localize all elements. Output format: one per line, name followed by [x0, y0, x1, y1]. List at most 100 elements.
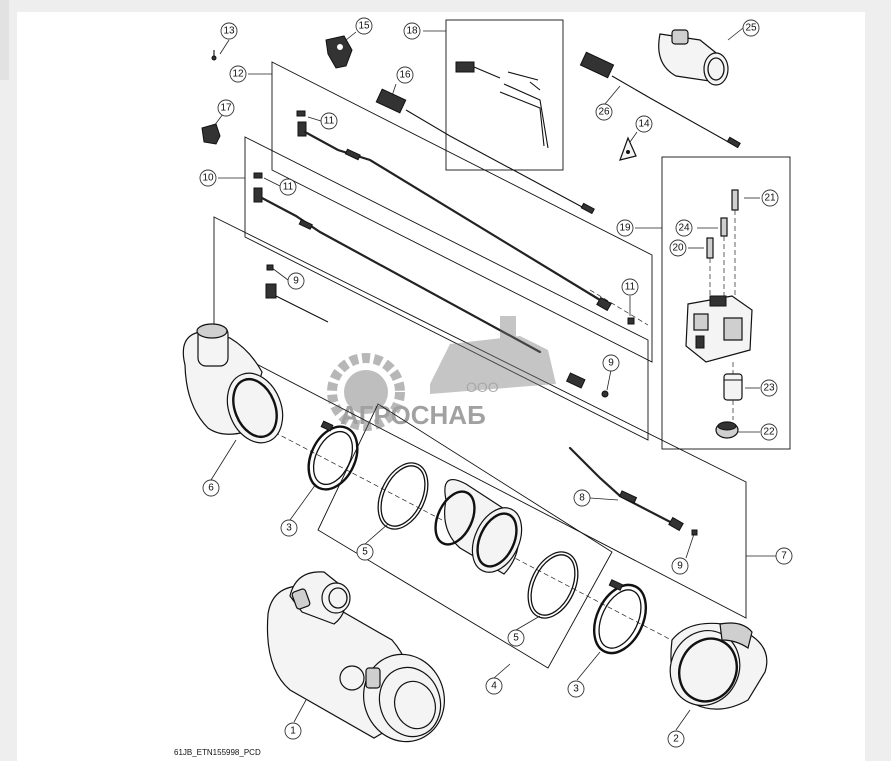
svg-text:20: 20	[672, 243, 684, 254]
svg-text:3: 3	[286, 523, 292, 534]
callout-9-b: 9	[602, 354, 620, 372]
svg-text:6: 6	[208, 483, 214, 494]
part-14-tag	[619, 136, 637, 161]
part-2-outlet-elbow	[669, 622, 768, 710]
callout-6: 6	[202, 479, 220, 497]
part-sensor-harness-12	[297, 121, 612, 312]
svg-text:11: 11	[625, 282, 636, 293]
part-11-plug-c	[627, 317, 635, 325]
svg-text:18: 18	[406, 26, 418, 37]
viewer-gutter	[0, 0, 9, 80]
part-5-seal-ring-upper	[377, 462, 429, 530]
part-19-control-module	[685, 295, 753, 374]
part-9-plug-c	[691, 529, 698, 536]
callout-5-lower: 5	[507, 629, 525, 647]
svg-text:5: 5	[513, 633, 519, 644]
svg-text:1: 1	[290, 726, 296, 737]
part-11-plug-b	[253, 172, 263, 179]
panel-18	[445, 19, 564, 171]
svg-text:7: 7	[781, 551, 787, 562]
watermark-name: АГРОСНАБ	[340, 400, 486, 430]
svg-text:24: 24	[678, 223, 690, 234]
part-sensor-harness-9	[265, 283, 586, 389]
callout-9-a: 9	[287, 272, 305, 290]
exploded-parts-diagram: 1 2 3 3 4 5 5 6 7 8 9 9 9 10 11 11 11 12…	[174, 17, 793, 757]
callout-2: 2	[667, 730, 685, 748]
callout-26: 26	[595, 103, 613, 121]
part-24-sensor-probe	[720, 217, 728, 300]
part-1-canister	[266, 571, 445, 743]
callout-11-b: 11	[279, 178, 297, 196]
part-sensor-harness-8	[568, 446, 684, 532]
callout-22: 22	[760, 423, 778, 441]
part-9-plug-b	[601, 390, 609, 398]
callout-3-upper: 3	[280, 519, 298, 537]
callout-25: 25	[742, 19, 760, 37]
part-17-bracket	[201, 123, 221, 145]
part-22-cap	[715, 421, 739, 439]
svg-text:12: 12	[232, 69, 244, 80]
panel-19	[661, 156, 791, 450]
part-5-seal-ring-lower	[527, 551, 579, 619]
callout-18: 18	[403, 22, 421, 40]
figure-code: 61JB_ETN155998_PCD	[174, 748, 261, 757]
part-3-clamp-upper	[307, 420, 359, 491]
callout-11-a: 11	[320, 112, 338, 130]
callout-1: 1	[284, 722, 302, 740]
svg-text:25: 25	[745, 23, 757, 34]
part-25-sensor-housing	[658, 29, 729, 86]
callout-19: 19	[616, 219, 634, 237]
part-18-harness-kit	[455, 61, 549, 149]
svg-text:3: 3	[573, 684, 579, 695]
panel-10	[244, 136, 649, 441]
callout-21: 21	[761, 189, 779, 207]
part-23-filter	[723, 373, 743, 420]
callout-10: 10	[199, 169, 217, 187]
watermark-company-form: ООО	[466, 379, 499, 395]
callout-5-upper: 5	[356, 543, 374, 561]
callout-9-c: 9	[671, 557, 689, 575]
svg-text:13: 13	[223, 26, 235, 37]
svg-text:16: 16	[399, 70, 411, 81]
svg-text:14: 14	[638, 119, 650, 130]
part-sleeve	[434, 479, 523, 575]
svg-text:22: 22	[763, 427, 775, 438]
part-11-plug-a	[296, 110, 306, 117]
svg-text:9: 9	[608, 358, 614, 369]
part-21-sensor-probe	[731, 189, 739, 298]
svg-text:11: 11	[283, 182, 294, 193]
svg-text:4: 4	[491, 681, 497, 692]
svg-text:17: 17	[220, 103, 232, 114]
callout-20: 20	[669, 239, 687, 257]
callout-16: 16	[396, 66, 414, 84]
callout-17: 17	[217, 99, 235, 117]
callout-7: 7	[775, 547, 793, 565]
svg-text:8: 8	[579, 493, 585, 504]
callout-11-c: 11	[621, 278, 639, 296]
callout-4: 4	[485, 677, 503, 695]
svg-text:11: 11	[324, 116, 335, 127]
svg-text:2: 2	[673, 734, 679, 745]
svg-text:15: 15	[358, 21, 370, 32]
part-13-screw	[211, 50, 217, 61]
part-15-bracket	[325, 35, 353, 69]
callout-13: 13	[220, 22, 238, 40]
callout-8: 8	[573, 489, 591, 507]
callout-12: 12	[229, 65, 247, 83]
part-20-sensor-probe	[706, 237, 714, 300]
svg-text:26: 26	[598, 107, 610, 118]
callout-3-lower: 3	[567, 680, 585, 698]
part-9-plug-a	[266, 264, 274, 271]
svg-text:9: 9	[677, 561, 683, 572]
panel-12	[271, 61, 653, 363]
leader-lines	[210, 27, 776, 731]
callout-24: 24	[675, 219, 693, 237]
diagram-sheet: 1 2 3 3 4 5 5 6 7 8 9 9 9 10 11 11 11 12…	[17, 12, 865, 761]
watermark-logo: ООО АГРОСНАБ	[327, 316, 556, 431]
svg-text:9: 9	[293, 276, 299, 287]
callout-14: 14	[635, 115, 653, 133]
part-6-intake-elbow	[182, 323, 284, 444]
svg-text:23: 23	[763, 383, 775, 394]
part-3-clamp-lower	[592, 579, 648, 655]
